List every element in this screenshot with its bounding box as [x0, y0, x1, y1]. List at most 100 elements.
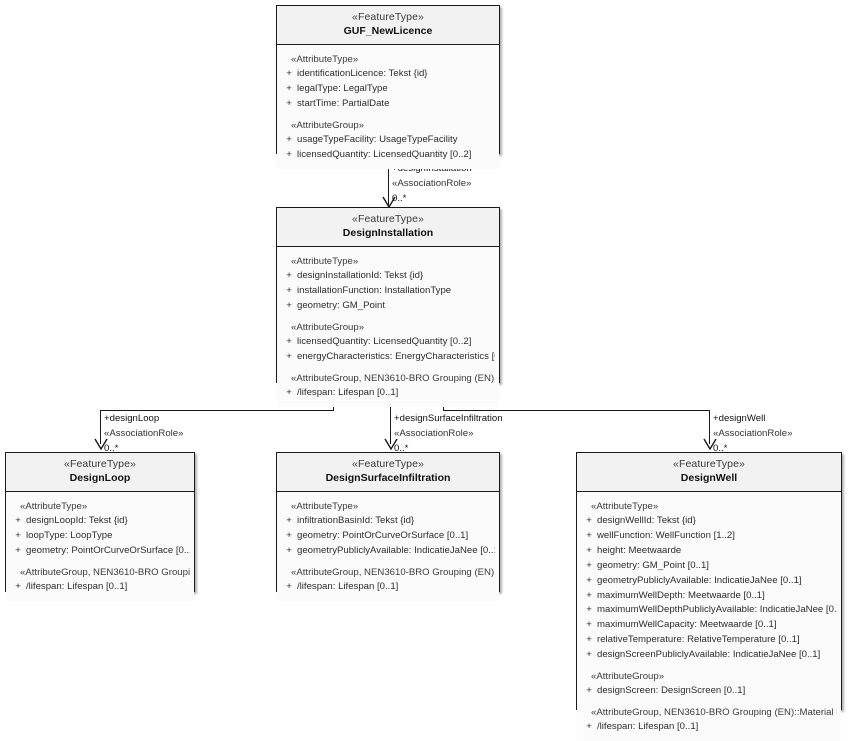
attribute-visibility: + [15, 545, 21, 556]
attribute-row[interactable]: +geometry: PointOrCurveOrSurface [0..1] [281, 529, 495, 544]
attribute-row[interactable]: + /lifespan: Lifespan [0..1] [281, 386, 495, 401]
attribute-group-label: «AttributeGroup» [291, 119, 365, 131]
attribute-signature: designWellId: Tekst {id} [597, 515, 696, 527]
attribute-row[interactable]: +height: Meetwaarde [581, 544, 837, 559]
attribute-visibility: + [586, 545, 592, 556]
attribute-row[interactable]: + /lifespan: Lifespan [0..1] [281, 580, 495, 595]
attribute-group-label: «AttributeType» [591, 501, 659, 513]
attribute-group-label: «AttributeGroup, NEN3610-BRO Grouping (E… [291, 372, 495, 384]
attribute-row[interactable]: +wellFunction: WellFunction [1..2] [581, 529, 837, 544]
attribute-signature: designScreen: DesignScreen [0..1] [597, 684, 746, 696]
attribute-signature: /lifespan: Lifespan [0..1] [297, 386, 399, 398]
class-title: DesignLoop [69, 472, 131, 485]
attribute-row[interactable]: + startTime: PartialDate [281, 97, 495, 112]
attribute-signature: geometryPubliclyAvailable: IndicatieJaNe… [597, 574, 802, 586]
association-label-designloop: +designLoop «AssociationRole» 0..* [104, 411, 183, 456]
association-role-designloop: +designLoop [104, 413, 160, 424]
association-label-designsurfaceinfiltration: +designSurfaceInfiltration «AssociationR… [394, 411, 503, 456]
class-stereotype: «FeatureType» [352, 213, 424, 225]
attribute-row[interactable]: +installationFunction: InstallationType [281, 284, 495, 299]
attribute-row[interactable]: + relativeTemperature: RelativeTemperatur… [581, 633, 837, 648]
attribute-row[interactable]: + geometry: PointOrCurveOrSurface [0..1] [10, 544, 190, 559]
attribute-visibility: + [286, 285, 292, 297]
attribute-signature: geometryPubliclyAvailable: IndicatieJaNe… [297, 545, 495, 556]
class-body-designloop: «AttributeType» + designLoopId: Tekst {id}… [6, 492, 194, 601]
attribute-group-label: «AttributeType» [291, 256, 359, 268]
class-title: DesignWell [680, 472, 738, 485]
class-title: GUF_NewLicence [343, 25, 433, 38]
attribute-row[interactable]: + identificationLicence: Tekst {id} [281, 67, 495, 82]
connector-designloop-horizontal [100, 410, 334, 412]
attribute-row[interactable]: +designScreen: DesignScreen [0..1] [581, 684, 837, 699]
attribute-signature: designLoopId: Tekst {id} [26, 515, 128, 527]
class-box-designinstallation[interactable]: «FeatureType» DesignInstallation «Attrib… [276, 207, 500, 407]
attribute-row[interactable]: +designInstallationId: Tekst {id} [281, 269, 495, 284]
attribute-visibility: + [286, 98, 292, 109]
attribute-row[interactable]: +maximumWellDepth: Meetwaarde [0..1] [581, 589, 837, 604]
attribute-row[interactable]: +loopType: LoopType [10, 529, 190, 544]
class-stereotype: «FeatureType» [352, 458, 424, 470]
class-stereotype: «FeatureType» [64, 458, 136, 470]
attribute-group-label: «AttributeType» [20, 501, 88, 513]
attribute-signature: infiltrationBasinId: Tekst {id} [297, 515, 415, 527]
attribute-row[interactable]: +usageTypeFacility: UsageTypeFacility [281, 133, 495, 148]
attribute-group-label: «AttributeGroup, NEN3610-BRO Groupin… [20, 566, 190, 578]
attribute-signature: maximumWellDepthPubliclyAvailable: Indic… [597, 604, 837, 616]
attribute-visibility: + [286, 148, 292, 160]
attribute-row[interactable]: +/lifespan: Lifespan [0..1] [581, 720, 837, 735]
attribute-row[interactable]: +designScreenPubliclyAvailable: Indicati… [581, 648, 837, 663]
class-body-designinstallation: «AttributeType»+designInstallationId: Te… [277, 247, 499, 407]
association-stereotype-designloop: «AssociationRole» [104, 428, 184, 440]
class-box-designsurfaceinfiltration[interactable]: «FeatureType» DesignSurfaceInfiltration … [276, 452, 500, 601]
attribute-visibility: + [286, 386, 292, 398]
class-box-designwell[interactable]: «FeatureType» DesignWell «AttributeType»… [576, 452, 842, 741]
attribute-signature: identificationLicence: Tekst {id} [297, 68, 428, 80]
attribute-row[interactable]: +maximumWellCapacity: Meetwaarde [0..1] [581, 618, 837, 633]
attribute-visibility: + [586, 515, 592, 527]
connector-designsurfaceinfiltration-line [390, 383, 392, 444]
attribute-signature: geometry: PointOrCurveOrSurface [0..1] [26, 545, 190, 556]
attribute-visibility: + [286, 580, 292, 592]
attribute-row[interactable]: + geometryPubliclyAvailable: IndicatieJaN… [281, 544, 495, 559]
attribute-row[interactable]: +legalType: LegalType [281, 82, 495, 97]
attribute-signature: geometry: PointOrCurveOrSurface [0..1] [297, 530, 469, 542]
attribute-row[interactable]: + geometryPubliclyAvailable: IndicatieJaN… [581, 574, 837, 589]
attribute-signature: licensedQuantity: LicensedQuantity [0..2… [297, 148, 472, 160]
association-multiplicity-designwell: 0..* [713, 443, 728, 455]
attribute-visibility: + [586, 604, 592, 616]
attribute-visibility: + [586, 574, 592, 586]
attribute-signature: designScreenPubliclyAvailable: Indicatie… [597, 649, 821, 661]
attribute-row[interactable]: + maximumWellDepthPubliclyAvailable: Indi… [581, 603, 837, 618]
attribute-group-label: «AttributeGroup, NEN3610-BRO Grouping (E… [291, 566, 495, 578]
attribute-visibility: + [586, 530, 592, 542]
attribute-row[interactable]: +licensedQuantity: LicensedQuantity [0..… [281, 335, 495, 350]
attribute-row[interactable]: +energyCharacteristics: EnergyCharacteri… [281, 350, 495, 365]
attribute-row[interactable]: +geometry: GM_Point [0..1] [581, 559, 837, 574]
attribute-signature: relativeTemperature: RelativeTemperature… [597, 634, 800, 646]
attribute-signature: maximumWellDepth: Meetwaarde [0..1] [597, 589, 765, 601]
attribute-row[interactable]: + designLoopId: Tekst {id} [10, 514, 190, 529]
attribute-row[interactable]: + designWellId: Tekst {id} [581, 514, 837, 529]
attribute-signature: startTime: PartialDate [297, 98, 390, 109]
attribute-signature: /lifespan: Lifespan [0..1] [297, 580, 399, 592]
attribute-visibility: + [15, 515, 21, 527]
class-header-designsurfaceinfiltration: «FeatureType» DesignSurfaceInfiltration [277, 453, 499, 493]
attribute-signature: loopType: LoopType [26, 530, 113, 542]
attribute-visibility: + [586, 634, 592, 646]
attribute-row[interactable]: + licensedQuantity: LicensedQuantity [0..… [281, 148, 495, 163]
class-box-designloop[interactable]: «FeatureType» DesignLoop «AttributeType»… [5, 452, 195, 601]
class-box-guf-newlicence[interactable]: «FeatureType» GUF_NewLicence «AttributeT… [276, 5, 500, 169]
attribute-group-label: «AttributeType» [291, 501, 359, 513]
class-body-designsurfaceinfiltration: «AttributeType»+infiltrationBasinId: Tek… [277, 492, 499, 601]
class-body-designwell: «AttributeType» + designWellId: Tekst {id}… [577, 492, 841, 741]
diagram-canvas: +designInstallation «AssociationRole» 0.… [5, 5, 842, 741]
attribute-row[interactable]: +infiltrationBasinId: Tekst {id} [281, 514, 495, 529]
arrowhead-designsurfaceinfiltration [384, 438, 398, 450]
attribute-row[interactable]: +/lifespan: Lifespan [0..1] [10, 580, 190, 595]
association-multiplicity-designloop: 0..* [104, 443, 119, 455]
attribute-visibility: + [286, 68, 292, 80]
class-stereotype: «FeatureType» [673, 458, 745, 470]
attribute-row[interactable]: +geometry: GM_Point [281, 299, 495, 314]
association-stereotype-designwell: «AssociationRole» [713, 428, 793, 440]
attribute-visibility: + [286, 545, 292, 556]
